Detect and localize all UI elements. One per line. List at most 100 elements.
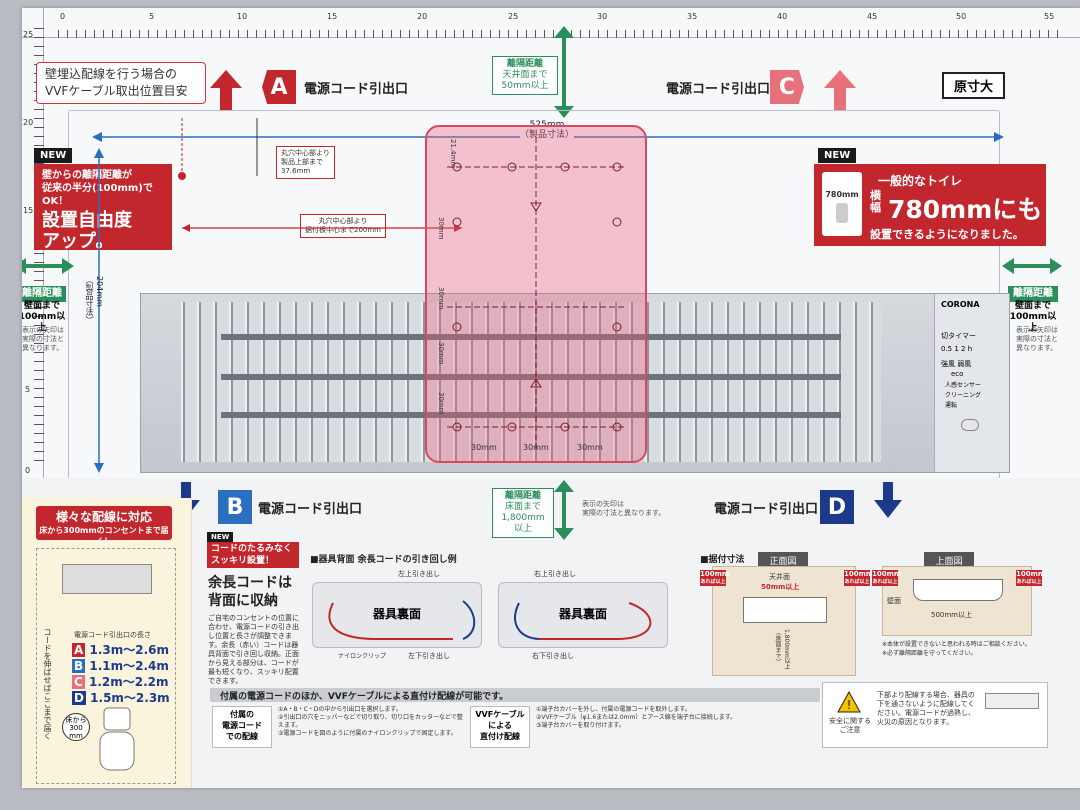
front-view-tag: 正面図 <box>758 552 808 569</box>
clearance-ceiling: 離隔距離 天井面まで 50mm以上 <box>492 56 558 95</box>
timer-values: 0.5 1 2 h <box>941 345 973 353</box>
ruler-label: 5 <box>25 385 31 394</box>
range-value: 1.1m～2.4m <box>89 659 169 673</box>
clearance-floor-value: 床面まで 1,800mm以上 <box>501 502 545 534</box>
heater-mini-icon <box>985 693 1039 709</box>
cord-red-title: コードのたるみなく スッキリ設置！ <box>207 542 299 568</box>
new-right-main: 780mmにも <box>888 195 1043 224</box>
outlet-b-label: 電源コード引出口 <box>258 502 363 517</box>
rear-section-title: ■器具背面 余長コードの引き回し例 <box>310 555 457 565</box>
toilet-chip: 780mm <box>822 172 862 236</box>
outlet-a-label: 電源コード引出口 <box>304 82 409 97</box>
range-value: 1.3m～2.6m <box>89 643 170 657</box>
timer-label: 切タイマー <box>941 332 976 340</box>
vertical-cord-text: コードを伸ばせばここまで届く <box>43 628 52 740</box>
side-clearance-left-note: 表示の矢印は 実際の寸法と 異なります。 <box>22 326 64 352</box>
outlet-a-marker <box>208 68 244 116</box>
template-vert-dim: 30mm <box>437 342 445 365</box>
actual-size-label: 原寸大 <box>942 72 1006 99</box>
outlet-d-label: 電源コード引出口 <box>714 502 819 517</box>
wiring-right-body: ①端子台カバーを外し、付属の電源コードを取外します。 ②VVFケーブル（φ1.6… <box>536 706 737 729</box>
clearance-floor: 離隔距離 床面まで 1,800mm以上 <box>492 488 554 538</box>
cord-title: 余長コードは 背面に収納 <box>208 575 292 609</box>
ruler-label: 40 <box>777 12 788 21</box>
rear-label: 右下引き出し <box>532 652 574 660</box>
template-dim: 30mm <box>577 443 603 452</box>
toilet-icon <box>99 707 135 771</box>
new-left-panel: 壁からの離隔距離が 従来の半分(100mm)でOK！ 設置自由度 アップ。 <box>34 164 172 252</box>
mode-label: クリーニング <box>945 392 982 399</box>
heater-grill <box>181 302 881 462</box>
mm100-sub: あれば以上 <box>872 579 898 585</box>
arrow-up-icon <box>210 70 242 110</box>
double-arrow-horizontal-icon <box>1002 258 1062 274</box>
rear-label: 左上引き出し <box>398 570 440 578</box>
template-vert-dim: 30mm <box>437 217 445 240</box>
cord-range-header: 様々な配線に対応 床から300mmのコンセントまで届く！ <box>36 506 172 546</box>
rear-label: 右上引き出し <box>534 570 576 578</box>
ruler-label: 20 <box>417 12 428 21</box>
front-view-diagram: 天井面 50mm以上 1,800mm以上（床面まで） <box>712 566 856 676</box>
template-sheet: 0 5 10 15 20 25 30 35 40 45 50 55 25 20 … <box>22 8 1080 788</box>
ruler-label: 5 <box>149 12 155 21</box>
outlet-b-letter: B <box>218 490 252 524</box>
ruler-label: 15 <box>327 12 338 21</box>
range-value: 1.5m～2.3m <box>90 691 170 705</box>
wiring-left-body: ①A・B・C・Dの中から引出口を選択します。 ②引出口の穴をニッパーなどで切り取… <box>278 706 463 737</box>
clearance-floor-title: 離隔距離 <box>504 491 541 501</box>
side-clearance-right-value: 壁面まで 100mm以上 <box>1009 301 1057 333</box>
ranges-title: 電源コード引出口の長さ <box>74 631 151 639</box>
outlet-a-letter: A <box>262 70 296 104</box>
arrow-down-icon <box>874 482 902 518</box>
hole-to-plate-note: 丸穴中心部より 据付板中心まで200mm <box>300 214 386 238</box>
heater-element <box>221 374 841 380</box>
arrow-up-icon <box>824 70 856 110</box>
ruler-label: 50 <box>956 12 967 21</box>
outlet-c-marker <box>822 68 858 116</box>
heater-photo: CORONA 切タイマー 0.5 1 2 h 強風 弱風 eco 人感センサー … <box>140 293 1010 473</box>
side-clearance-left-value: 壁面まで 100mm以上 <box>22 301 66 333</box>
ruler-label: 15 <box>23 206 34 215</box>
rear-panel-label: 器具裏面 <box>558 607 607 621</box>
ruler-label: 25 <box>23 30 34 39</box>
heater-element <box>221 412 841 418</box>
ruler-label: 30 <box>597 12 608 21</box>
new-left-line2: 設置自由度 アップ。 <box>42 210 132 252</box>
cord-range-title: 様々な配線に対応 <box>55 510 152 524</box>
mm100-sub: あれば以上 <box>700 579 726 585</box>
ruler-label: 45 <box>867 12 878 21</box>
ruler-label: 0 <box>25 466 31 475</box>
top-view-diagram: 500mm以上 壁面 <box>882 566 1032 636</box>
heater-element <box>221 334 841 340</box>
outlet-d-letter: D <box>820 490 854 524</box>
side-clearance-left-title: 離隔距離 <box>22 286 66 302</box>
top-ruler: 0 5 10 15 20 25 30 35 40 45 50 55 <box>22 8 1080 38</box>
new-right-sub: 一般的なトイレ <box>878 174 963 188</box>
range-item: A 1.3m～2.6m <box>72 642 170 658</box>
side-clearance-right-title: 離隔距離 <box>1008 286 1058 302</box>
ceiling-label: 天井面 <box>769 573 790 581</box>
rear-label: 左下引き出し <box>408 652 450 660</box>
mm100-value: 100mm <box>700 570 730 578</box>
wiring-left-title: 付属の 電源コード での配線 <box>212 706 272 748</box>
range-item: D 1.5m～2.3m <box>72 690 170 706</box>
svg-text:!: ! <box>847 698 852 712</box>
cord-route-line <box>514 602 652 640</box>
template-dim: 30mm <box>523 443 549 452</box>
range-letter: B <box>72 659 86 673</box>
cord-body: ご自宅のコンセントの位置に合わせ、電源コードの引き出し位置と長さが調整できます。… <box>208 614 299 685</box>
cord-range-panel: 様々な配線に対応 床から300mmのコンセントまで届く！ 電源コード引出口の長さ… <box>22 498 192 788</box>
wall-label: 壁面 <box>887 597 901 605</box>
mode-label: 運転 <box>945 402 958 409</box>
new-right-tail: 設置できるようになりました。 <box>870 228 1024 241</box>
mount-notes: ※本体が設置できないと思われる時はご相談ください。 ※必ず離隔距離を守ってくださ… <box>882 641 1031 657</box>
template-grid <box>447 137 627 451</box>
outlet-c-letter: C <box>770 70 804 104</box>
double-arrow-horizontal-icon <box>22 258 74 274</box>
mode-label: eco <box>951 370 964 378</box>
size-chip: 780mm <box>825 190 859 199</box>
new-right-prefix: 横幅 <box>870 189 881 214</box>
heater-mini-icon <box>62 564 152 594</box>
toilet-diagram <box>36 548 176 784</box>
